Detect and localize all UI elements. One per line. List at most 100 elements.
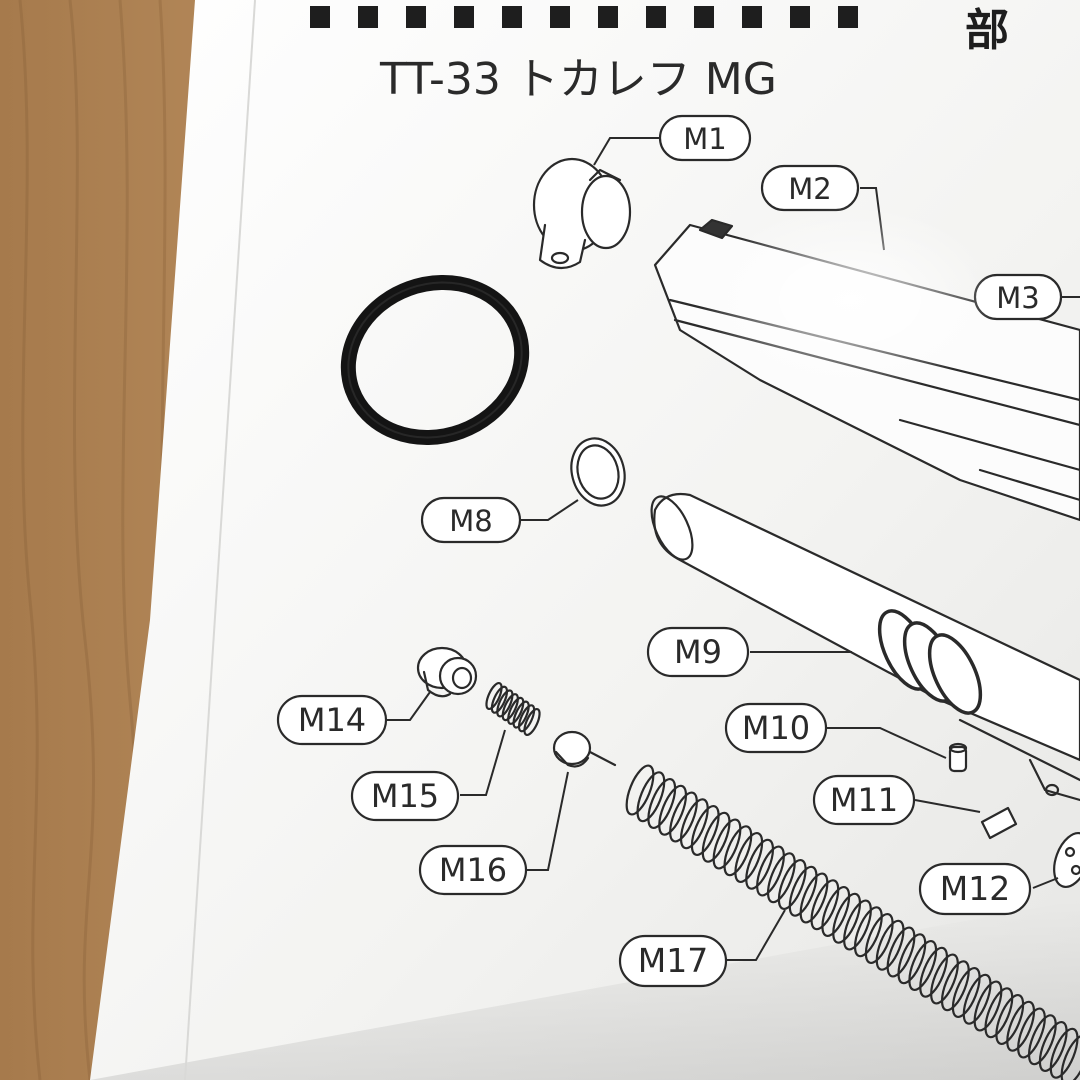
callout-label: M3 xyxy=(996,281,1039,315)
light-glare xyxy=(700,205,1000,395)
paper-shadow xyxy=(90,900,1080,1080)
header-square xyxy=(694,6,714,28)
part-m12-link xyxy=(1053,832,1080,888)
spring-coil xyxy=(777,858,807,911)
spring-coil xyxy=(669,791,698,843)
spring-coil xyxy=(647,777,677,830)
part-m8-ring xyxy=(570,437,626,507)
callout-bubble xyxy=(646,626,750,678)
callout-m12: M12 xyxy=(918,862,1032,916)
callout-m10: M10 xyxy=(724,702,828,754)
spring-coil xyxy=(690,804,720,857)
part-m16-plunger xyxy=(552,730,617,768)
header-corner-glyph: 部 xyxy=(965,5,1009,56)
callout-m11: M11 xyxy=(812,774,916,826)
spring-coil xyxy=(723,825,753,877)
callout-bubble xyxy=(420,496,522,544)
spring-coil xyxy=(832,892,862,944)
spring-coil xyxy=(658,784,688,836)
spring-coil xyxy=(745,838,775,890)
spring-coil xyxy=(951,966,981,1019)
spring-coil xyxy=(930,953,959,1005)
callout-label: M11 xyxy=(830,781,898,819)
callout-label: M2 xyxy=(788,172,831,206)
spring-coil xyxy=(1027,1014,1057,1066)
callout-label: M8 xyxy=(449,504,492,538)
spring-coil xyxy=(1049,1027,1079,1079)
spring-coil xyxy=(1006,1000,1036,1052)
callout-bubble xyxy=(276,694,388,746)
spring-coil xyxy=(756,845,785,897)
spring-coil xyxy=(490,685,509,714)
spring-coil xyxy=(1060,1034,1080,1080)
header-square xyxy=(646,6,666,28)
header-square xyxy=(454,6,474,28)
spring-coil xyxy=(853,906,883,958)
spring-coil xyxy=(821,885,851,938)
spring-coil xyxy=(940,960,970,1012)
spring-coil xyxy=(485,681,503,711)
spring-coil xyxy=(625,764,655,816)
callout-label: M12 xyxy=(940,869,1010,908)
callout-label: M10 xyxy=(742,709,810,747)
spring-coil xyxy=(864,912,894,965)
part-m17-recoil-spring xyxy=(625,764,1080,1080)
callout-m14: M14 xyxy=(276,694,388,746)
header-square xyxy=(502,6,522,28)
spring-coil xyxy=(799,872,829,924)
spring-coil xyxy=(501,693,519,722)
part-m11-pin xyxy=(980,783,1060,840)
callout-label: M9 xyxy=(674,633,722,671)
spring-coil xyxy=(843,899,872,951)
callout-m2: M2 xyxy=(760,164,860,212)
paper-inner-edge xyxy=(184,0,256,1080)
callout-bubble xyxy=(918,862,1032,916)
callout-bubble xyxy=(724,702,828,754)
spring-coil xyxy=(886,926,916,978)
spring-coil xyxy=(517,704,536,733)
header-square xyxy=(406,6,426,28)
callout-label: M15 xyxy=(371,777,439,815)
diagram-title: TT-33 トカレフ MG xyxy=(379,54,777,105)
callout-m16: M16 xyxy=(418,844,528,896)
callout-m1: M1 xyxy=(658,114,752,162)
callout-label: M14 xyxy=(298,701,366,739)
callout-label: M1 xyxy=(683,122,726,156)
callout-bubble xyxy=(658,114,752,162)
header-square xyxy=(742,6,762,28)
header-square xyxy=(790,6,810,28)
callout-bubble xyxy=(812,774,916,826)
spring-coil xyxy=(984,987,1014,1039)
spring-coil xyxy=(1038,1020,1068,1073)
leader-lines xyxy=(386,137,1080,961)
part-m9-barrel xyxy=(650,492,1080,802)
spring-coil xyxy=(919,946,949,998)
spring-coil xyxy=(507,696,525,725)
callout-m15: M15 xyxy=(350,770,460,822)
spring-coil xyxy=(679,798,709,850)
callout-m17: M17 xyxy=(618,934,728,988)
callout-bubble xyxy=(350,770,460,822)
part-m15-spring xyxy=(485,681,541,737)
header-square xyxy=(310,6,330,28)
callout-label: M16 xyxy=(439,851,507,889)
spring-coil xyxy=(734,831,764,884)
spring-coil xyxy=(712,818,742,870)
header-square xyxy=(838,6,858,28)
spring-coil xyxy=(875,919,905,971)
spring-coil xyxy=(995,993,1025,1046)
spring-coil xyxy=(523,707,541,737)
spring-coil xyxy=(962,973,992,1025)
header-square xyxy=(598,6,618,28)
black-o-ring xyxy=(340,275,530,445)
callout-bubble xyxy=(618,934,728,988)
spring-coil xyxy=(512,700,530,729)
spring-coil xyxy=(973,980,1003,1032)
header-square-row xyxy=(310,6,858,28)
header-square xyxy=(358,6,378,28)
part-m1-barrel-bushing xyxy=(532,157,632,270)
spring-coil xyxy=(701,811,731,863)
part-m14-cap xyxy=(416,646,478,698)
spring-coil xyxy=(766,852,796,904)
